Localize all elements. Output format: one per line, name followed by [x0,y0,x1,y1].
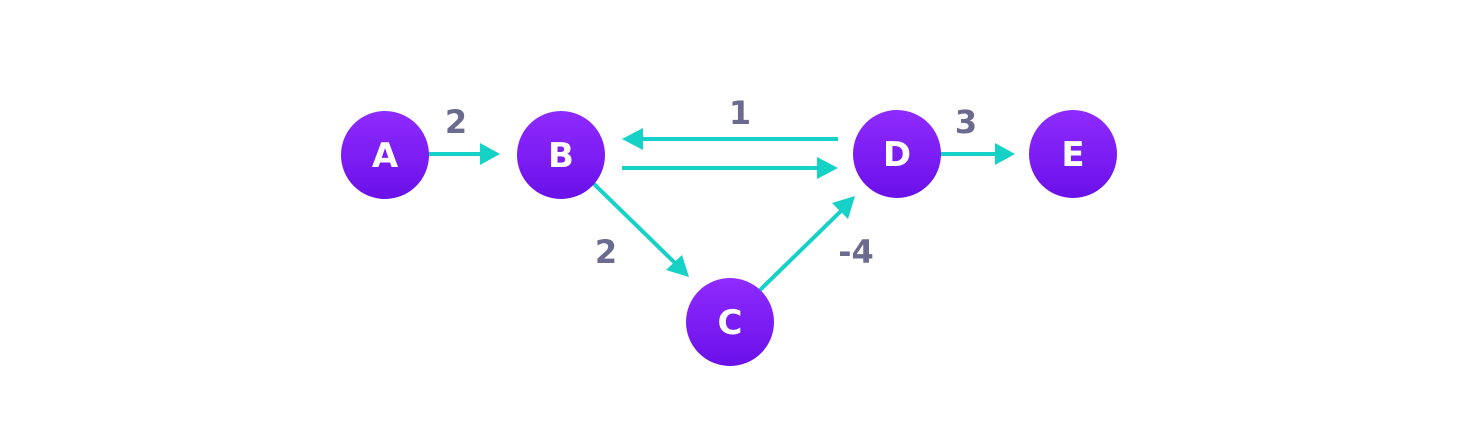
edge-c-d: -4 [758,196,874,292]
arrowhead-icon [832,196,855,219]
edge-line [591,181,677,265]
arrowhead-icon [817,157,838,179]
edge-d-b: 1 [622,94,838,150]
node-circle [686,278,774,366]
node-label: C [718,303,743,343]
edge-weight-label: 2 [595,233,617,271]
arrowhead-icon [995,143,1015,165]
edge-d-e: 3 [940,103,1015,165]
edge-line [758,208,844,292]
node-c: C [686,278,774,366]
edge-weight-label: 1 [729,94,751,132]
node-label: B [548,136,574,176]
node-circle [853,110,941,198]
arrowhead-icon [666,255,689,277]
node-a: A [341,111,429,199]
edge-b-d [622,157,838,179]
node-b: B [517,111,605,199]
edge-weight-label: 3 [955,103,977,141]
node-label: A [372,136,399,176]
edge-a-b: 2 [428,103,500,165]
edge-b-c: 2 [591,181,689,277]
node-circle [1029,110,1117,198]
node-label: E [1061,135,1084,175]
node-d: D [853,110,941,198]
arrowhead-icon [480,143,500,165]
arrowhead-icon [622,128,643,150]
node-e: E [1029,110,1117,198]
edge-weight-label: 2 [445,103,467,141]
node-circle [517,111,605,199]
edge-weight-label: -4 [838,233,874,271]
node-label: D [883,135,911,175]
node-circle [341,111,429,199]
